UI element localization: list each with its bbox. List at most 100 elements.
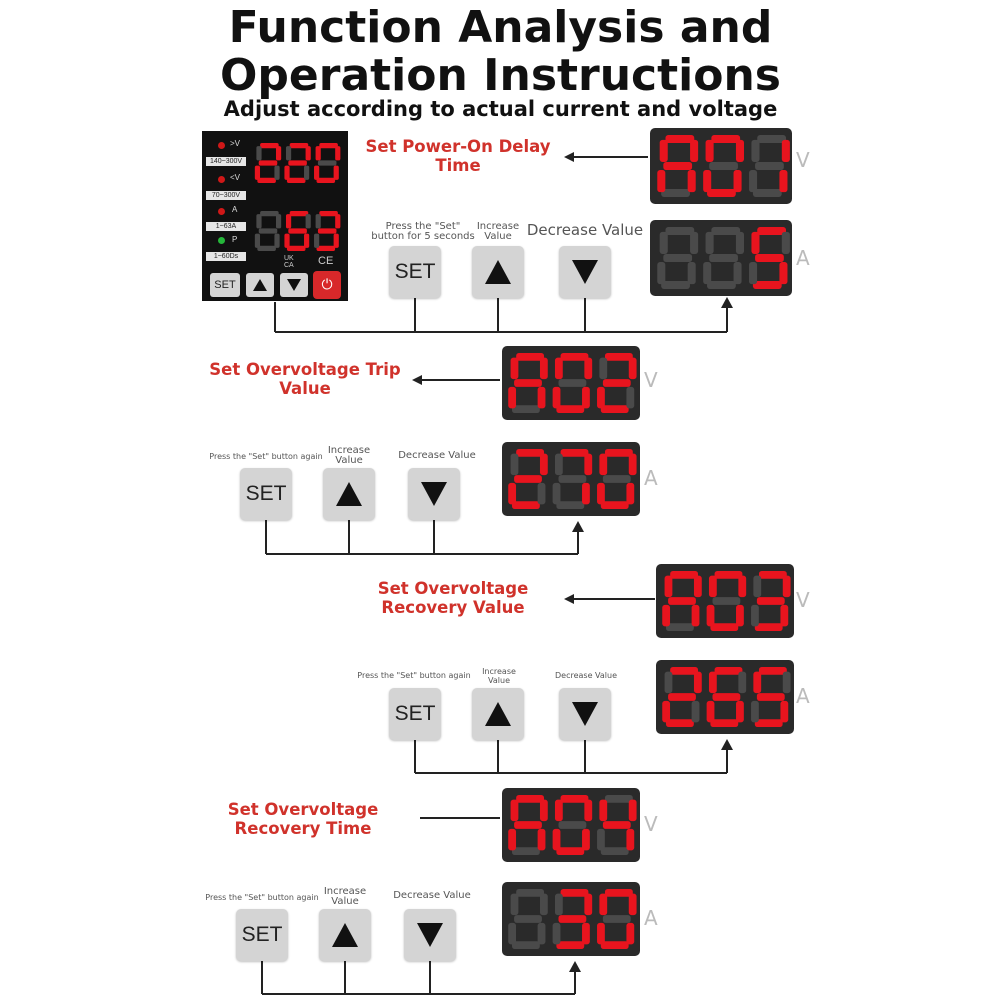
segment-d <box>600 405 629 413</box>
step2-down-caption: Decrease Value <box>398 450 476 461</box>
segment-g <box>756 693 785 701</box>
segment-g <box>317 160 337 166</box>
segment-c <box>537 482 546 505</box>
seven-segment-svg <box>254 143 341 183</box>
step3-set-caption: Press the "Set" button again <box>357 671 471 680</box>
segment-b <box>628 799 637 822</box>
segment-d <box>707 280 736 289</box>
segment-g <box>558 379 587 387</box>
step3-code-digits <box>661 571 792 635</box>
device-up-button[interactable] <box>246 273 274 297</box>
segment-g <box>288 228 307 234</box>
step1-decrease-button[interactable] <box>559 246 611 298</box>
step4-set-caption: Press the "Set" button again <box>205 893 319 902</box>
device-current-digits <box>254 211 341 255</box>
segment-a <box>560 353 589 361</box>
seven-segment-svg <box>508 449 637 509</box>
step2-increase-button[interactable] <box>323 468 375 520</box>
segment-f <box>753 671 762 694</box>
segment-a <box>670 667 699 675</box>
segment-a <box>757 227 787 236</box>
segment-c <box>626 386 635 409</box>
seven-segment-svg <box>657 227 790 289</box>
down-arrow-icon <box>421 482 447 506</box>
device-voltage-digits <box>254 143 341 187</box>
segment-d <box>257 245 276 251</box>
segment-e <box>552 482 561 505</box>
segment-f <box>664 575 673 598</box>
up-arrow-icon <box>253 279 267 291</box>
segment-d <box>752 188 782 197</box>
step1-value-digits <box>656 227 791 293</box>
ce-mark: CE <box>318 255 334 267</box>
step4-increase-button[interactable] <box>319 909 371 961</box>
controller-device: >V 140~300V <V 70~300V A 1~63A P 1~60Ds … <box>202 131 348 301</box>
segment-d <box>316 245 336 251</box>
device-down-button[interactable] <box>280 273 308 297</box>
segment-f <box>510 799 519 822</box>
indicator-led-overvoltage <box>218 142 225 149</box>
segment-f <box>659 231 668 254</box>
segment-c <box>537 828 546 851</box>
segment-d <box>556 501 585 509</box>
seven-segment-svg <box>508 889 637 949</box>
segment-c <box>780 604 789 627</box>
segment-e <box>749 170 758 193</box>
segment-c <box>780 700 789 723</box>
segment-e <box>703 170 712 193</box>
segment-g <box>668 597 696 605</box>
segment-d <box>511 941 540 949</box>
step4-set-button[interactable]: SET <box>236 909 288 961</box>
device-current-display <box>250 207 344 255</box>
step3-value-digits <box>661 667 792 731</box>
up-arrow-icon <box>485 702 511 726</box>
indicator-led-current <box>218 208 225 215</box>
segment-f <box>599 799 608 822</box>
segment-c <box>626 922 635 945</box>
segment-e <box>703 262 712 285</box>
step2-set-button[interactable]: SET <box>240 468 292 520</box>
segment-d <box>286 177 306 183</box>
step4-up-caption: Increase Value <box>323 886 367 907</box>
segment-b <box>275 146 282 161</box>
up-arrow-icon <box>336 482 362 506</box>
step4-code-digits <box>507 795 638 859</box>
segment-c <box>733 262 742 285</box>
segment-g <box>755 253 784 263</box>
segment-a <box>714 571 743 579</box>
step3-decrease-button[interactable] <box>559 688 611 740</box>
step2-up-caption: Increase Value <box>327 445 371 466</box>
segment-d <box>754 623 783 631</box>
step3-value-display <box>656 660 794 734</box>
segment-a <box>670 571 699 579</box>
segment-b <box>628 893 637 916</box>
segment-c <box>736 700 744 723</box>
segment-g <box>317 228 337 234</box>
segment-g <box>709 161 738 171</box>
segment-c <box>304 233 310 248</box>
step2-code-display <box>502 346 640 420</box>
step1-set-button[interactable]: SET <box>389 246 441 298</box>
segment-a <box>560 795 589 803</box>
step4-decrease-button[interactable] <box>404 909 456 961</box>
segment-d <box>257 177 276 183</box>
segment-a <box>516 449 545 457</box>
segment-b <box>539 893 548 916</box>
step1-increase-button[interactable] <box>472 246 524 298</box>
segment-d <box>710 719 739 727</box>
device-power-button[interactable]: ⏻ <box>313 271 341 299</box>
segment-b <box>782 575 791 598</box>
segment-d <box>665 623 694 631</box>
step3-set-button[interactable]: SET <box>389 688 441 740</box>
segment-e <box>662 604 671 627</box>
step3-value-unit: A <box>796 684 810 708</box>
segment-c <box>733 170 742 193</box>
step2-decrease-button[interactable] <box>408 468 460 520</box>
segment-f <box>664 671 673 694</box>
segment-c <box>691 604 700 627</box>
segment-a <box>289 211 309 217</box>
step2-label: Set Overvoltage Trip Value <box>209 360 401 398</box>
step3-increase-button[interactable] <box>472 688 524 740</box>
down-arrow-icon <box>417 923 443 947</box>
device-set-button[interactable]: SET <box>210 273 240 297</box>
